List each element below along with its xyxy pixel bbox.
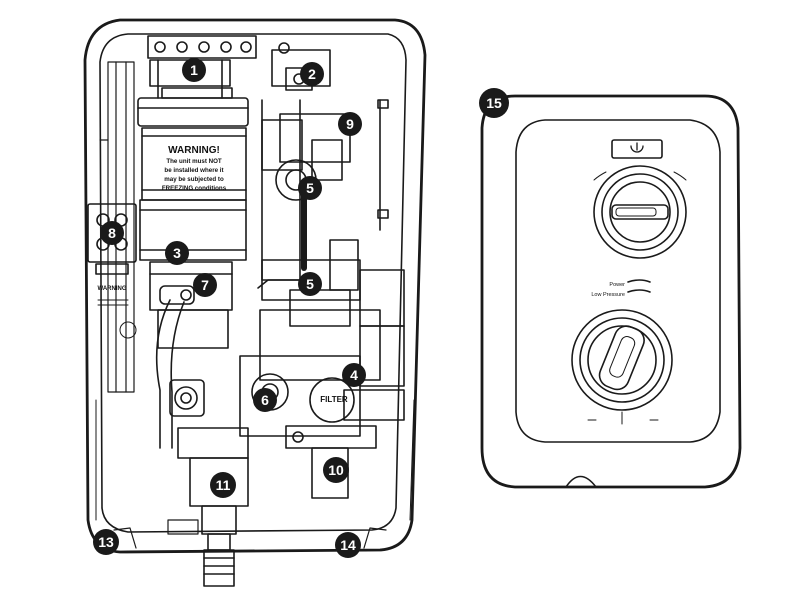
callout-1: 1: [182, 58, 206, 82]
svg-text:10: 10: [328, 462, 344, 478]
warning-line-3: may be subjected to: [164, 176, 224, 183]
low-pressure-indicator-label: Low Pressure: [591, 292, 625, 298]
cover-outer: [480, 94, 742, 489]
unit-back-plate: [99, 33, 407, 533]
low-pressure-indicator-light: [627, 289, 651, 293]
callout-5-bottom: 5: [298, 272, 322, 296]
flow-dial[interactable]: [571, 309, 673, 425]
callout-13: 13: [93, 529, 119, 555]
warning-line-2: be installed where it: [164, 167, 223, 174]
svg-text:9: 9: [346, 116, 354, 132]
svg-text:6: 6: [261, 392, 269, 408]
heater-can: [137, 97, 249, 349]
callouts: 1 2 3 4 5 5 6 7: [93, 58, 509, 558]
callout-4: 4: [342, 363, 366, 387]
svg-text:13: 13: [98, 534, 114, 550]
power-indicator-light: [627, 279, 651, 283]
svg-text:2: 2: [308, 66, 316, 82]
callout-6: 6: [253, 388, 277, 412]
callout-9: 9: [338, 112, 362, 136]
svg-text:5: 5: [306, 180, 314, 196]
svg-text:15: 15: [486, 95, 502, 111]
callout-2: 2: [300, 62, 324, 86]
open-unit: WARNING! The unit must NOT be installed …: [83, 18, 427, 587]
callout-5-top: 5: [298, 176, 322, 200]
unit-outer-casing: [83, 18, 427, 554]
svg-text:11: 11: [216, 477, 231, 493]
callout-15: 15: [479, 88, 509, 118]
callout-8: 8: [100, 221, 124, 245]
pressure-valve: [169, 379, 205, 417]
inlet-assembly: [177, 427, 249, 587]
inlet-pipe: [155, 285, 195, 449]
warning-title: WARNING!: [168, 145, 220, 156]
warning-label: WARNING! The unit must NOT be installed …: [162, 145, 227, 192]
power-button[interactable]: [611, 139, 663, 159]
svg-text:8: 8: [108, 225, 116, 241]
indicator-lights: Power Low Pressure: [591, 279, 651, 298]
svg-text:14: 14: [340, 537, 356, 553]
svg-text:7: 7: [201, 277, 209, 293]
callout-11: 11: [210, 472, 236, 498]
power-indicator-label: Power: [609, 282, 625, 288]
svg-text:3: 3: [173, 245, 181, 261]
callout-10: 10: [323, 457, 349, 483]
callout-7: 7: [193, 273, 217, 297]
central-body: [257, 99, 381, 381]
svg-text:5: 5: [306, 276, 314, 292]
callout-3: 3: [165, 241, 189, 265]
svg-text:4: 4: [350, 367, 358, 383]
callout-14: 14: [335, 532, 361, 558]
warning-line-1: The unit must NOT: [166, 158, 222, 165]
cover-inner-panel: [515, 119, 721, 443]
svg-text:1: 1: [190, 62, 198, 78]
bottom-corners: [113, 519, 387, 549]
right-bracket: [343, 99, 405, 421]
side-warning-sign: [97, 299, 137, 339]
unit-inner-rim: [95, 399, 415, 521]
warning-line-4: FREEZING conditions: [162, 185, 227, 192]
side-warning-text: WARNING: [98, 286, 127, 292]
front-cover: Power Low Pressure: [480, 94, 742, 489]
filter-label: FILTER: [320, 395, 348, 404]
cover-bottom-notch: [565, 475, 597, 488]
temperature-dial[interactable]: [593, 165, 687, 259]
